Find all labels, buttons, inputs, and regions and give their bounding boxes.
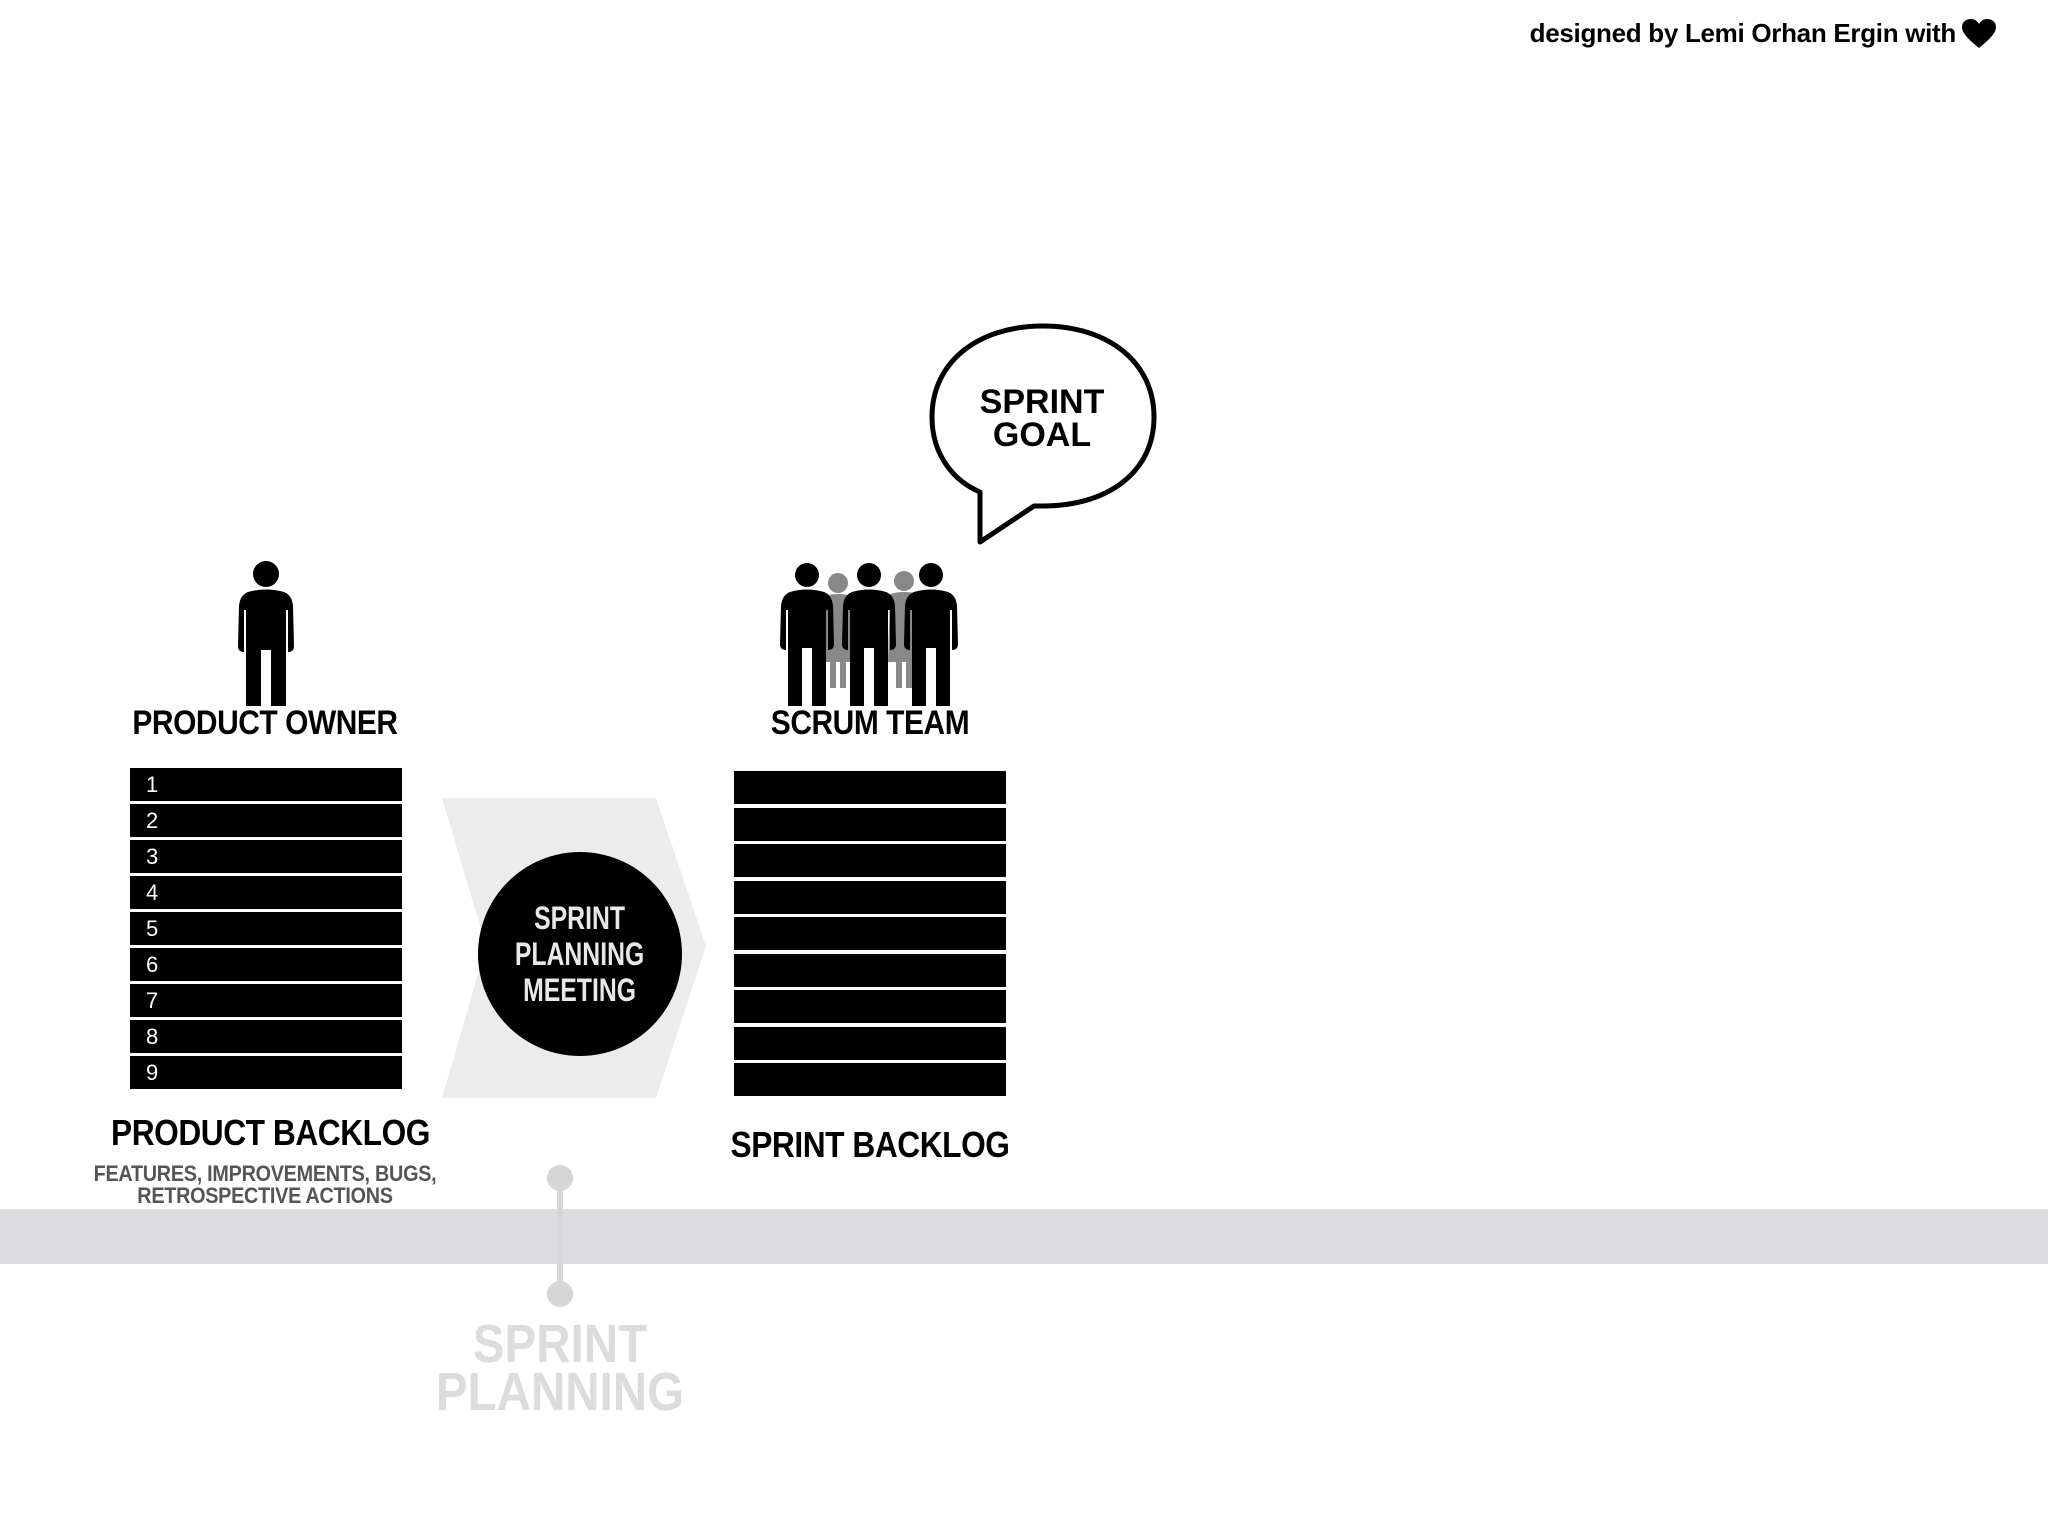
sprint-backlog-row bbox=[734, 844, 1006, 877]
backlog-item: 1 bbox=[130, 768, 402, 801]
meeting-line3: MEETING bbox=[523, 972, 637, 1008]
backlog-item: 5 bbox=[130, 912, 402, 945]
sprint-backlog-row bbox=[734, 807, 1006, 841]
backlog-item: 4 bbox=[130, 876, 402, 909]
scrum-team-label: SCRUM TEAM bbox=[770, 704, 970, 742]
timeline-event-line2: PLANNING bbox=[435, 1362, 685, 1422]
credit-line: designed by Lemi Orhan Ergin with bbox=[1530, 18, 1996, 49]
timeline-marker-icon bbox=[547, 1165, 573, 1307]
sprint-backlog-row bbox=[734, 990, 1006, 1023]
backlog-item: 9 bbox=[130, 1056, 402, 1089]
backlog-item: 7 bbox=[130, 984, 402, 1017]
sprint-backlog-title: SPRINT BACKLOG bbox=[730, 1124, 1010, 1165]
sprint-planning-meeting-badge: SPRINT PLANNING MEETING bbox=[478, 852, 682, 1056]
timeline-bar bbox=[0, 1209, 2048, 1264]
product-backlog-title: PRODUCT BACKLOG bbox=[111, 1112, 430, 1153]
product-backlog-subtitle-line1: FEATURES, IMPROVEMENTS, BUGS, bbox=[93, 1161, 437, 1186]
sprint-backlog-row bbox=[734, 771, 1006, 804]
sprint-goal-line1: SPRINT bbox=[979, 383, 1105, 421]
meeting-line1: SPRINT bbox=[534, 900, 626, 936]
sprint-goal-line2: GOAL bbox=[992, 416, 1092, 454]
product-backlog-stack: 1 2 3 4 5 6 7 8 9 bbox=[130, 768, 402, 1092]
backlog-item: 8 bbox=[130, 1020, 402, 1053]
meeting-line2: PLANNING bbox=[515, 936, 645, 972]
backlog-item: 2 bbox=[130, 804, 402, 837]
sprint-backlog-stack bbox=[734, 771, 1006, 1100]
backlog-item: 6 bbox=[130, 948, 402, 981]
speech-bubble-icon bbox=[929, 323, 1157, 545]
sprint-goal-text: SPRINT GOAL bbox=[960, 383, 1124, 454]
product-backlog-subtitle-line2: RETROSPECTIVE ACTIONS bbox=[137, 1183, 393, 1208]
sprint-backlog-row bbox=[734, 1063, 1006, 1096]
sprint-backlog-row bbox=[734, 953, 1006, 987]
credit-text: designed by Lemi Orhan Ergin with bbox=[1529, 18, 1957, 48]
sprint-backlog-row bbox=[734, 880, 1006, 914]
timeline-event-label: SPRINT PLANNING bbox=[428, 1314, 692, 1422]
heart-icon bbox=[1962, 18, 1996, 48]
team-icon bbox=[780, 563, 958, 706]
sprint-backlog-row bbox=[734, 917, 1006, 950]
product-backlog-subtitle: FEATURES, IMPROVEMENTS, BUGS, RETROSPECT… bbox=[81, 1163, 450, 1207]
sprint-backlog-row bbox=[734, 1026, 1006, 1060]
backlog-item: 3 bbox=[130, 840, 402, 873]
person-icon bbox=[238, 561, 294, 706]
product-owner-label: PRODUCT OWNER bbox=[132, 704, 398, 742]
timeline-event-line1: SPRINT bbox=[472, 1314, 648, 1374]
